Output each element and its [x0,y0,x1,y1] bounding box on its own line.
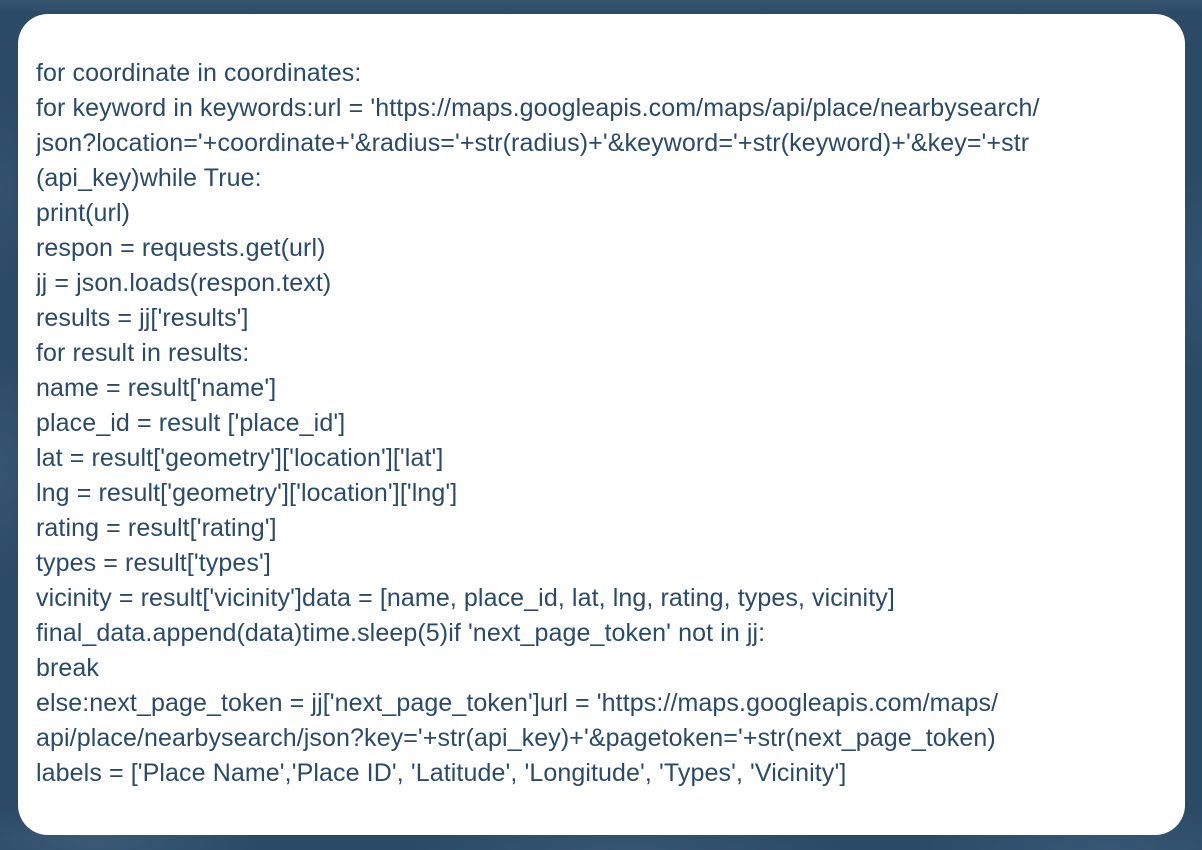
code-line: results = jj['results'] [36,304,249,332]
code-line: for result in results: [36,339,250,367]
code-block: for coordinate in coordinates: for keywor… [36,56,1175,815]
code-line: break [36,654,100,682]
code-line: place_id = result ['place_id'] [36,409,346,437]
code-line: lng = result['geometry']['location']['ln… [36,479,458,507]
code-line: api/place/nearbysearch/json?key='+str(ap… [36,724,996,752]
code-line: jj = json.loads(respon.text) [36,269,332,297]
code-line: rating = result['rating'] [36,514,277,542]
code-line: final_data.append(data)time.sleep(5)if '… [36,619,766,647]
code-line: json?location='+coordinate+'&radius='+st… [36,129,1030,157]
code-line: for coordinate in coordinates: [36,59,362,87]
code-line: lat = result['geometry']['location']['la… [36,444,444,472]
code-line: for keyword in keywords:url = 'https://m… [36,94,1040,122]
code-line: print(url) [36,199,131,227]
code-line: else:next_page_token = jj['next_page_tok… [36,689,999,717]
code-line: respon = requests.get(url) [36,234,326,262]
code-line: (api_key)while True: [36,164,262,192]
code-line: name = result['name'] [36,374,277,402]
code-card: for coordinate in coordinates: for keywor… [18,14,1185,835]
code-line: types = result['types'] [36,549,271,577]
code-line: vicinity = result['vicinity']data = [nam… [36,584,895,612]
code-line: labels = ['Place Name','Place ID', 'Lati… [36,759,847,787]
